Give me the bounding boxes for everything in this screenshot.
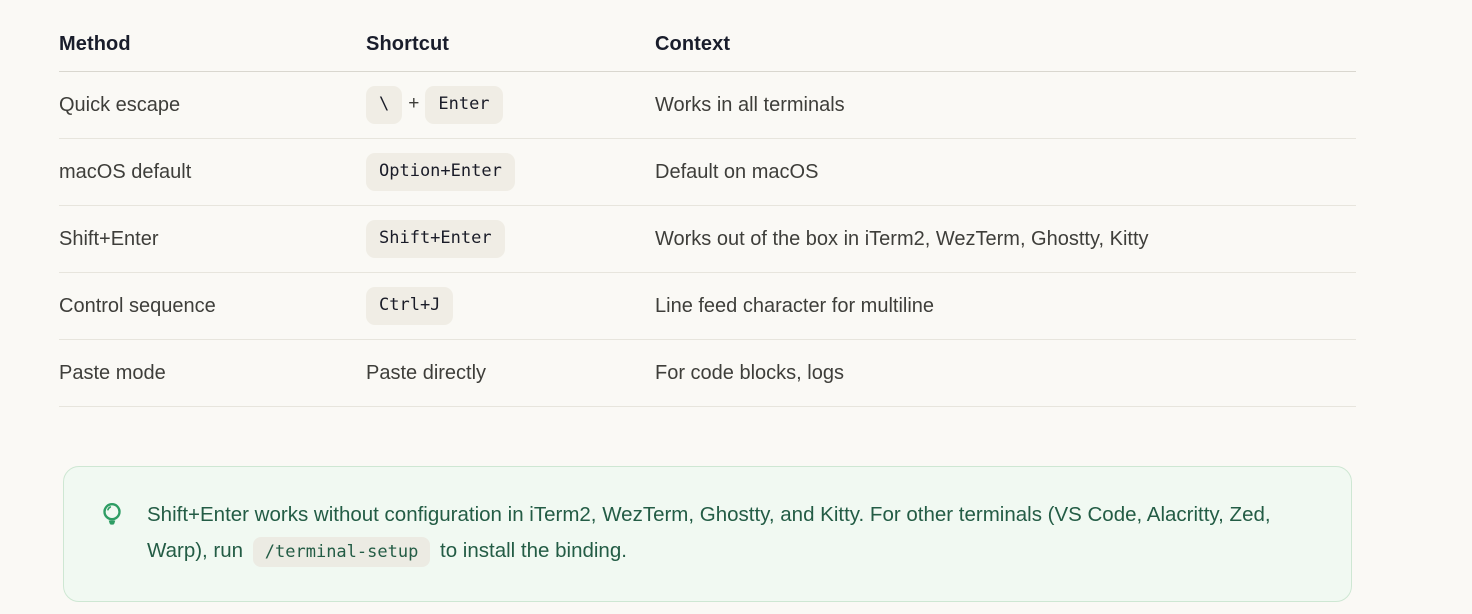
lightbulb-icon — [99, 501, 125, 536]
key-badge-shift-enter: Shift+Enter — [366, 220, 505, 258]
key-badge-ctrl-j: Ctrl+J — [366, 287, 454, 325]
table-row-paste-mode: Paste mode Paste directly For code block… — [59, 340, 1356, 407]
table-row-control-sequence: Control sequence Ctrl+J Line feed charac… — [59, 273, 1356, 340]
shortcuts-table: Method Shortcut Context Quick escape \+E… — [59, 18, 1356, 407]
context-cell: Line feed character for multiline — [655, 294, 935, 317]
key-badge-enter: Enter — [425, 86, 503, 124]
key-badge-backslash: \ — [366, 86, 403, 124]
key-badge-option-enter: Option+Enter — [366, 153, 515, 191]
col-header-shortcut: Shortcut — [366, 33, 450, 55]
tip-text-after: to install the binding. — [440, 539, 627, 562]
shortcut-cell: Option+Enter — [366, 153, 655, 191]
context-cell: For code blocks, logs — [655, 361, 844, 384]
method-cell: Quick escape — [59, 93, 181, 116]
terminal-setup-command: /terminal-setup — [252, 537, 431, 567]
context-cell: Works out of the box in iTerm2, WezTerm,… — [655, 227, 1149, 250]
tip-text-before: Shift+Enter works without configuration … — [147, 503, 1271, 562]
context-cell: Works in all terminals — [655, 93, 845, 116]
shortcut-cell: Shift+Enter — [366, 220, 655, 258]
col-header-method: Method — [59, 33, 131, 55]
plus-separator: + — [408, 93, 420, 115]
context-cell: Default on macOS — [655, 160, 819, 183]
shortcut-cell-plain: Paste directly — [366, 361, 487, 384]
method-cell: macOS default — [59, 160, 192, 183]
col-header-context: Context — [655, 33, 731, 55]
tip-text: Shift+Enter works without configuration … — [147, 497, 1311, 570]
table-header-row: Method Shortcut Context — [59, 18, 1356, 72]
method-cell: Control sequence — [59, 294, 216, 317]
table-row-macos-default: macOS default Option+Enter Default on ma… — [59, 139, 1356, 206]
tip-callout: Shift+Enter works without configuration … — [63, 466, 1352, 602]
shortcut-cell: Ctrl+J — [366, 287, 655, 325]
method-cell: Paste mode — [59, 361, 166, 384]
table-row-quick-escape: Quick escape \+Enter Works in all termin… — [59, 72, 1356, 139]
shortcut-cell: \+Enter — [366, 86, 655, 124]
method-cell: Shift+Enter — [59, 227, 159, 250]
table-row-shift-enter: Shift+Enter Shift+Enter Works out of the… — [59, 206, 1356, 273]
